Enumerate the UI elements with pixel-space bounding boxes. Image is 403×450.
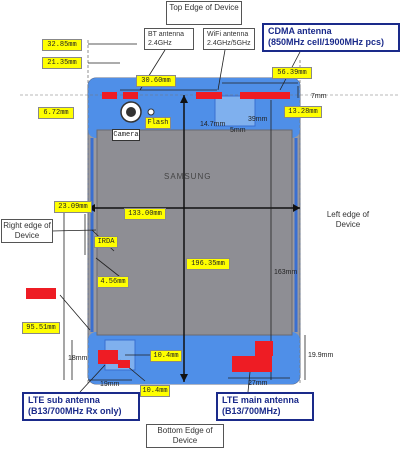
dim-56-39: 56.39mm	[272, 67, 312, 79]
small-dim-18mm: 18mm	[68, 355, 88, 362]
small-dim-7mm: 7mm	[311, 93, 327, 100]
device-screen	[96, 129, 293, 336]
dim-196-35: 196.35mm	[186, 258, 230, 270]
wifi-antenna-title: WiFi antenna	[207, 31, 249, 38]
bt-antenna-pad-2	[123, 92, 138, 99]
lte-sub-antenna-pad-2	[118, 360, 130, 368]
cdma-antenna-band: (850MHz cell/1900MHz pcs)	[268, 37, 385, 47]
top-edge-text: Top Edge of Device	[169, 3, 239, 12]
lte-sub-antenna-pad	[98, 350, 118, 364]
left-edge-label: Left edge of Device	[321, 207, 375, 239]
dim-10-4-a: 10.4mm	[150, 350, 182, 362]
dim-13-28: 13.28mm	[284, 106, 322, 118]
lte-main-antenna-label: LTE main antenna (B13/700MHz)	[216, 392, 314, 421]
cdma-antenna-label: CDMA antenna (850MHz cell/1900MHz pcs)	[262, 23, 400, 52]
bt-antenna-label: BT antenna 2.4GHz	[144, 28, 194, 50]
wifi-antenna-pad	[196, 92, 222, 99]
wifi-antenna-band: 2.4GHz/5GHz	[207, 40, 251, 47]
dim-21-35: 21.35mm	[42, 57, 82, 69]
cdma-antenna-pad	[240, 92, 290, 99]
bottom-edge-text: Bottom Edge of Device	[157, 426, 213, 445]
dim-32-85: 32.85mm	[42, 39, 82, 51]
lte-sub-antenna-band: (B13/700MHz Rx only)	[28, 406, 122, 416]
dim-23-09: 23.09mm	[54, 201, 92, 213]
camera-label: Camera	[112, 129, 140, 141]
dim-95-51: 95.51mm	[22, 322, 60, 334]
lte-main-antenna-pad	[232, 356, 272, 372]
camera-lens-inner	[126, 107, 136, 117]
bt-antenna-title: BT antenna	[148, 31, 185, 38]
small-dim-27mm: 27mm	[248, 380, 268, 387]
small-dim-14-7mm: 14.7mm	[200, 121, 226, 128]
flash-label: Flash	[145, 117, 171, 129]
wifi-antenna-label: WiFi antenna 2.4GHz/5GHz	[203, 28, 255, 50]
small-dim-19-9mm: 19.9mm	[308, 352, 334, 359]
dim-4-56: 4.56mm	[97, 276, 129, 288]
dim-30-60: 30.60mm	[136, 75, 176, 87]
lte-sub-antenna-label: LTE sub antenna (B13/700MHz Rx only)	[22, 392, 140, 421]
cdma-antenna-title: CDMA antenna	[268, 26, 332, 36]
dim-10-4-b: 10.4mm	[140, 385, 170, 397]
right-edge-label: Right edge of Device	[1, 219, 53, 243]
bt-antenna-band: 2.4GHz	[148, 40, 172, 47]
small-dim-5mm: 5mm	[230, 127, 246, 134]
dim-6-72: 6.72mm	[38, 107, 74, 119]
lte-main-antenna-pad-2	[255, 341, 273, 356]
small-dim-163mm: 163mm	[274, 269, 298, 276]
small-dim-19mm: 19mm	[100, 381, 120, 388]
bt-antenna-pad	[102, 92, 117, 99]
left-edge-text: Left edge of Device	[326, 210, 370, 229]
samsung-logo-text: SAMSUNG	[164, 172, 212, 181]
top-edge-label: Top Edge of Device	[166, 1, 242, 25]
lte-main-antenna-band: (B13/700MHz)	[222, 406, 281, 416]
dim-133-00: 133.00mm	[124, 208, 166, 220]
small-dim-39mm: 39mm	[248, 116, 268, 123]
right-edge-text: Right edge of Device	[3, 221, 51, 240]
external-antenna-pad	[26, 288, 56, 299]
irda-label: IRDA	[94, 236, 118, 248]
lte-sub-antenna-title: LTE sub antenna	[28, 395, 100, 405]
lte-main-antenna-title: LTE main antenna	[222, 395, 299, 405]
bottom-edge-label: Bottom Edge of Device	[146, 424, 224, 448]
